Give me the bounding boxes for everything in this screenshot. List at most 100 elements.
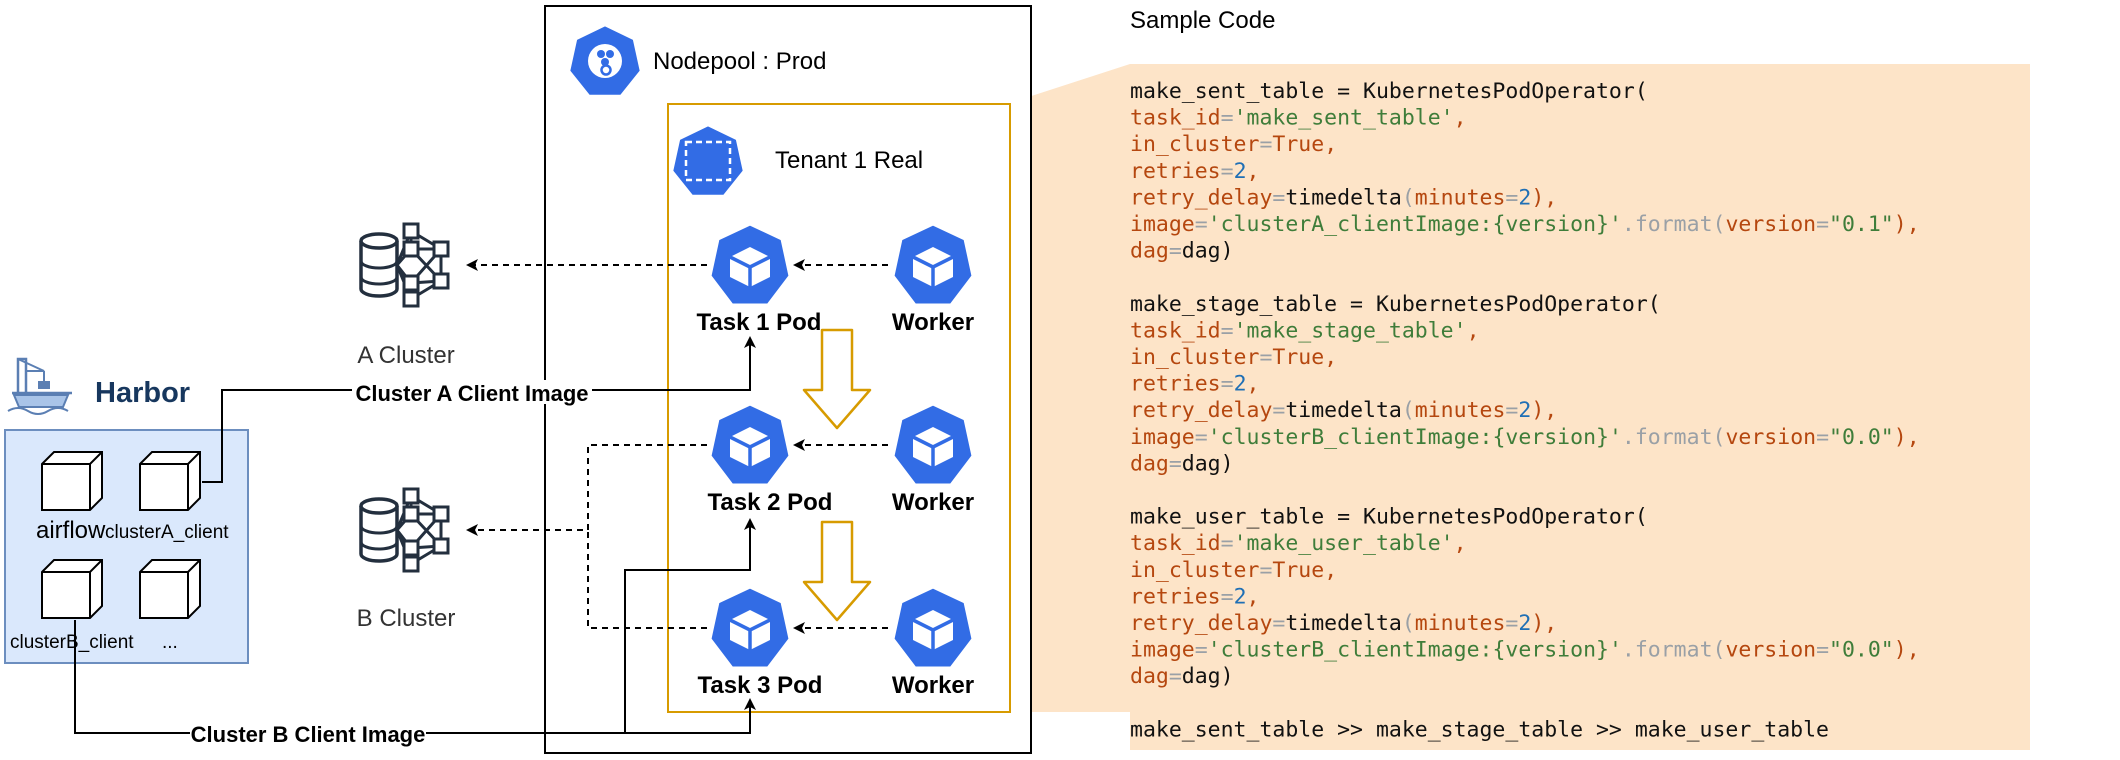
worker-icon-3 [891,585,975,670]
code-token: dag [1130,239,1169,264]
image-icon-cluster-b [41,559,103,619]
edge-label-cluster-b-image: Cluster B Client Image [191,722,426,747]
code-token: True [1272,558,1324,583]
code-token: image [1130,212,1195,237]
code-line: make_sent_table >> make_stage_table >> m… [1130,717,1829,742]
code-token: = [1169,239,1182,264]
code-line: image='clusterA_clientImage:{version}'.f… [1130,212,1920,237]
code-token: = [1505,611,1518,636]
code-line: make_user_table = KubernetesPodOperator( [1130,505,1648,530]
code-token: = [1221,531,1234,556]
edge-cluster-b-image-to-task2 [624,518,756,733]
code-token: image [1130,638,1195,663]
nodepool-label: Nodepool : Prod [653,48,826,75]
b-cluster-icon [359,487,450,573]
code-token: dag [1130,451,1169,476]
code-token: ), [1894,638,1920,663]
code-line: task_id='make_sent_table', [1130,106,1467,131]
code-token: 'make_stage_table' [1234,318,1467,343]
image-icon-more [139,559,201,619]
task1-pod-label: Task 1 Pod [697,309,822,336]
code-token: = [1221,372,1234,397]
code-token: retries [1130,584,1221,609]
task3-pod-label: Task 3 Pod [698,672,823,699]
code-token: = [1169,451,1182,476]
code-token: timedelta [1285,185,1402,210]
tenant-namespace-icon [670,123,746,198]
pod-icon-task2 [708,402,792,487]
code-token: 2 [1234,584,1247,609]
code-token: "0.0" [1829,638,1894,663]
code-line: image='clusterB_clientImage:{version}'.f… [1130,425,1920,450]
code-token: in_cluster [1130,558,1259,583]
code-token: ), [1894,212,1920,237]
code-token: in_cluster [1130,132,1259,157]
code-token: = [1195,425,1208,450]
code-panel [1010,64,2030,750]
code-token: retry_delay [1130,611,1272,636]
code-token: , [1467,318,1480,343]
code-line: make_sent_table = KubernetesPodOperator( [1130,79,1648,104]
code-token: image [1130,425,1195,450]
harbor-logo-icon [7,357,72,415]
code-token: "0.1" [1829,212,1894,237]
code-token: , [1324,558,1337,583]
code-token: = [1221,318,1234,343]
code-line: in_cluster=True, [1130,345,1337,370]
code-token: , [1247,159,1260,184]
code-token: ), [1894,425,1920,450]
code-token: minutes [1415,185,1506,210]
code-token: , [1454,531,1467,556]
code-token: .format( [1622,638,1726,663]
code-token: task_id [1130,318,1221,343]
code-token: = [1259,345,1272,370]
tenant-label: Tenant 1 Real [775,147,923,174]
code-line: retries=2, [1130,159,1259,184]
task2-pod-label: Task 2 Pod [708,489,833,516]
code-line: dag=dag) [1130,664,1234,689]
pod-icon-task1 [708,222,792,307]
worker-icon-1 [891,222,975,307]
code-token: = [1272,185,1285,210]
code-token: = [1816,425,1829,450]
code-block: make_sent_table = KubernetesPodOperator(… [1130,79,1920,742]
code-token: = [1259,132,1272,157]
code-token: 2 [1518,185,1531,210]
image-label-cluster-a: clusterA_client [105,522,229,543]
code-token: = [1505,185,1518,210]
code-line: in_cluster=True, [1130,558,1337,583]
flow-arrow-task1-to-task2 [802,328,872,430]
code-token: make_stage_table = KubernetesPodOperator… [1130,292,1661,317]
code-token: = [1221,106,1234,131]
code-token: 'clusterB_clientImage:{version}' [1208,425,1622,450]
code-token: True [1272,345,1324,370]
code-token: = [1259,558,1272,583]
code-token: = [1195,638,1208,663]
code-token: minutes [1415,398,1506,423]
edge-task2-to-b-cluster [466,444,707,536]
worker-2-label: Worker [892,489,974,516]
code-line: retries=2, [1130,584,1259,609]
code-line: make_stage_table = KubernetesPodOperator… [1130,292,1661,317]
image-label-airflow: airflow [36,517,106,544]
code-line: retry_delay=timedelta(minutes=2), [1130,611,1557,636]
code-token: ( [1402,398,1415,423]
code-token: retries [1130,159,1221,184]
code-token: version [1725,425,1816,450]
a-cluster-icon [359,222,450,308]
code-token: timedelta [1285,398,1402,423]
image-label-more: ... [162,632,178,653]
code-token: ), [1531,185,1557,210]
code-token: "0.0" [1829,425,1894,450]
code-token: dag) [1182,451,1234,476]
code-token: = [1272,398,1285,423]
code-token: make_sent_table = KubernetesPodOperator( [1130,79,1648,104]
a-cluster-label: A Cluster [357,342,454,369]
code-token: = [1221,159,1234,184]
worker-icon-2 [891,402,975,487]
worker-3-label: Worker [892,672,974,699]
code-token: dag) [1182,239,1234,264]
code-token: = [1505,398,1518,423]
code-token: 2 [1234,159,1247,184]
